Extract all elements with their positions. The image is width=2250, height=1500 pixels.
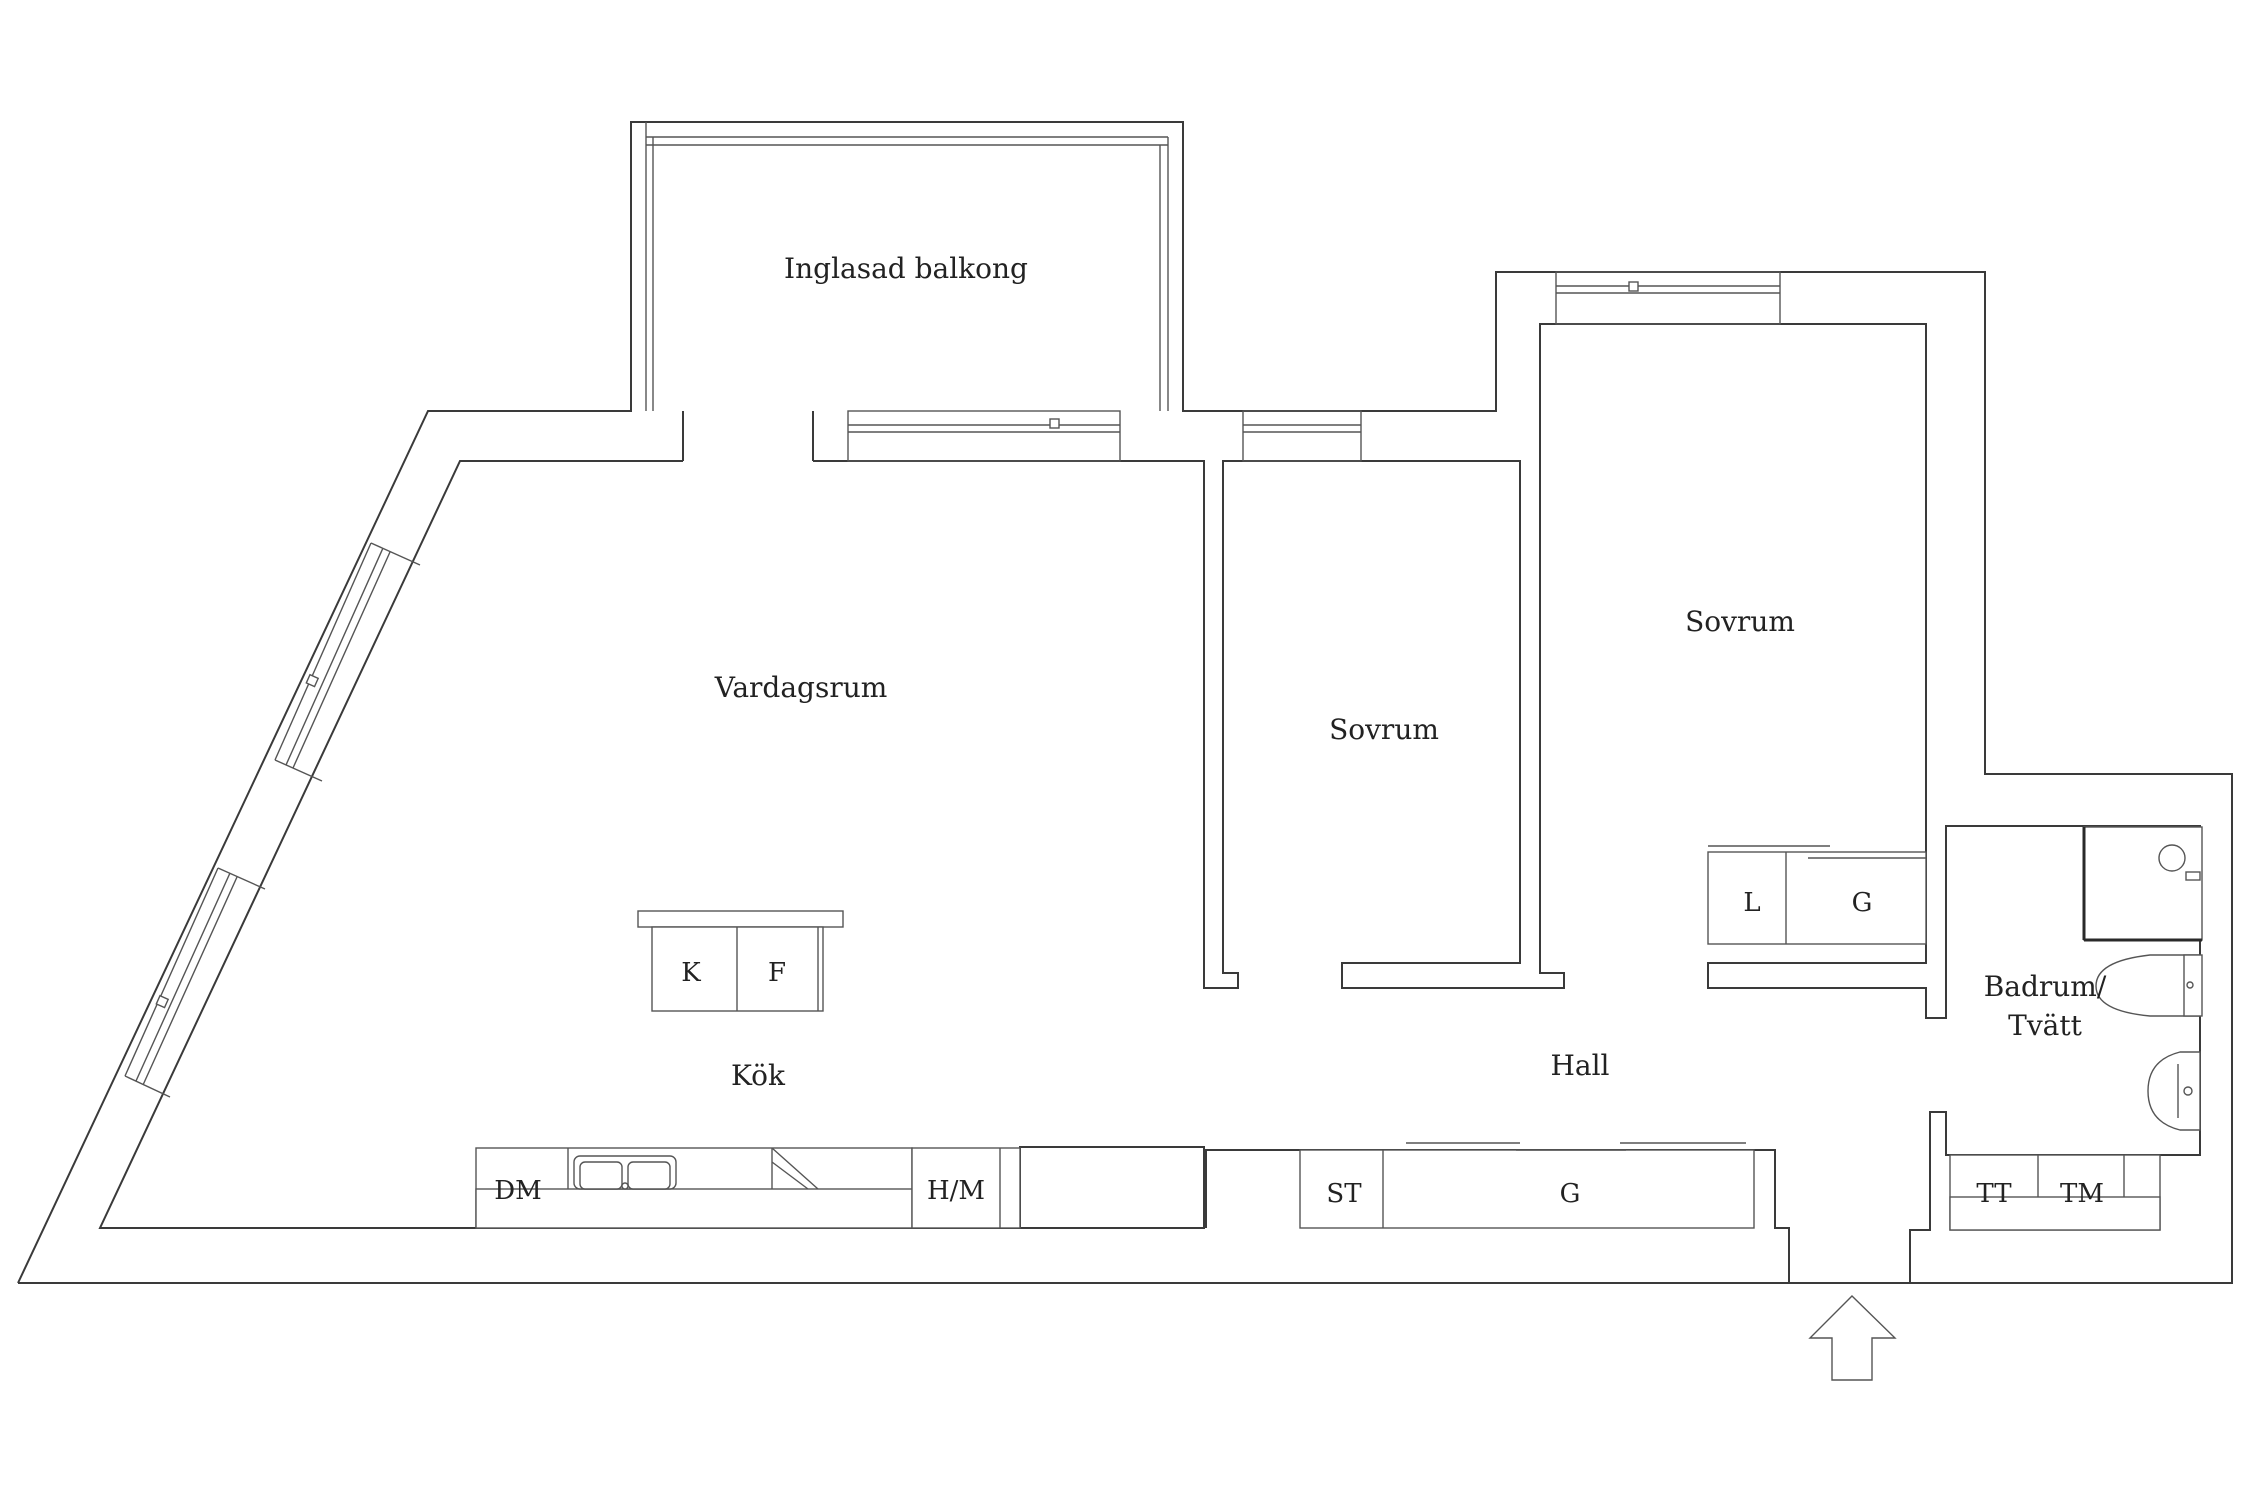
room-label-hall: Hall bbox=[1550, 1049, 1609, 1082]
kitchen-counter bbox=[475, 1147, 1021, 1229]
window-living-diagonal-1 bbox=[274, 542, 421, 782]
sink-icon bbox=[573, 1155, 677, 1190]
label-freezer: F bbox=[768, 958, 786, 988]
balcony-stub bbox=[682, 411, 814, 461]
label-fridge: K bbox=[681, 958, 701, 988]
label-washer: TM bbox=[2060, 1179, 2104, 1209]
hall-walls bbox=[1205, 1149, 1790, 1283]
room-label-living: Vardagsrum bbox=[714, 671, 888, 704]
room-label-bedroom-large: Sovrum bbox=[1685, 605, 1795, 638]
stove-hood-icon bbox=[771, 1147, 819, 1190]
window-bedroom-small bbox=[1242, 410, 1362, 462]
balcony-glazing bbox=[645, 122, 1169, 411]
window-balcony-door bbox=[847, 410, 1121, 462]
window-bedroom-large bbox=[1555, 271, 1781, 325]
kitchen-island bbox=[637, 910, 844, 1012]
window-living-diagonal-2 bbox=[124, 867, 266, 1098]
room-label-balcony: Inglasad balkong bbox=[784, 252, 1028, 285]
inner-wall-living bbox=[98, 460, 1205, 1229]
toilet-icon bbox=[2095, 954, 2203, 1017]
inner-wall-living-top bbox=[813, 323, 2201, 1283]
shower-icon bbox=[2082, 826, 2203, 942]
laundry-counter bbox=[1949, 1154, 2161, 1231]
room-label-bedroom-small: Sovrum bbox=[1329, 713, 1439, 746]
room-label-kitchen: Kök bbox=[731, 1059, 786, 1092]
room-label-bathroom-1: Badrum/ bbox=[1984, 970, 2107, 1003]
label-dryer: TT bbox=[1976, 1179, 2012, 1209]
outer-wall bbox=[17, 121, 2233, 1284]
label-dishwasher: DM bbox=[494, 1176, 541, 1206]
bedroom-wardrobe bbox=[1707, 845, 1927, 945]
room-label-bathroom-2: Tvätt bbox=[2008, 1009, 2082, 1042]
label-linen: L bbox=[1743, 888, 1760, 918]
washbasin-icon bbox=[2147, 1051, 2201, 1131]
label-wardrobe-hall: G bbox=[1560, 1179, 1581, 1209]
label-oven-micro: H/M bbox=[927, 1176, 985, 1206]
label-wardrobe-bedroom: G bbox=[1852, 888, 1873, 918]
arrow-up-icon bbox=[1808, 1295, 1897, 1381]
hall-wardrobe bbox=[1299, 1142, 1755, 1229]
label-storage: ST bbox=[1326, 1179, 1362, 1209]
